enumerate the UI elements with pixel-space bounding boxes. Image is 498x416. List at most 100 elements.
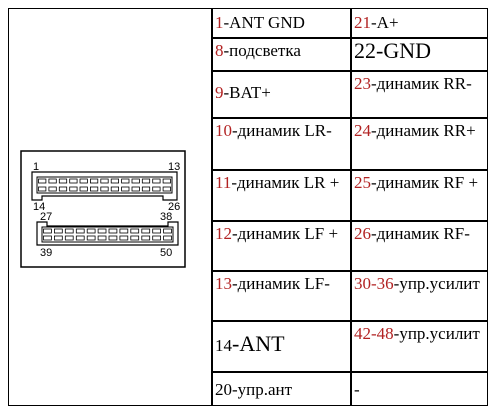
pin-label-13: 13 [168,161,180,173]
pin-function: -динамик LF + [232,224,339,243]
lower-pin-contact [97,235,107,241]
pin-label-38: 38 [160,211,172,223]
pin-function: -GND [376,38,431,63]
column-divider [211,9,213,405]
row-divider [211,320,487,322]
lower-pin-contact [163,228,172,234]
pin-cell: 14-ANT [211,320,350,371]
pin-number: 9 [215,83,224,102]
pin-cell: 24-динамик RR+ [350,117,489,169]
pin-cell: 11-динамик LR + [211,169,350,220]
pin-number: 23 [354,74,371,93]
upper-pin-contact [38,178,47,184]
pin-label-39: 39 [40,247,52,259]
pin-function: -A+ [371,13,399,32]
pin-number: 11 [215,173,232,192]
upper-pin-contact [58,178,68,184]
pin-label-27: 27 [40,211,52,223]
pin-function: -упр.ант [232,380,293,399]
upper-pin-contact [90,178,99,184]
pin-cell: 21-A+ [350,9,489,37]
lower-pin-contact [152,228,161,234]
pin-label-50: 50 [160,247,172,259]
lower-pin-contact [119,228,129,234]
connector-diagram: 1 13 14 26 27 38 39 50 [20,150,186,268]
pin-number: 42-48 [354,324,394,343]
upper-pin-contact [38,186,47,192]
pin-function: -ANT [232,331,285,356]
column-divider [350,9,352,405]
pin-cell: 25-динамик RF + [350,169,489,220]
upper-pin-contact [48,186,57,192]
pin-cell: 26-динамик RF- [350,220,489,270]
pin-number: 13 [215,274,232,293]
pin-number: 21 [354,13,371,32]
lower-pin-contact [130,228,140,234]
pin-cell: 10-динамик LR- [211,117,350,169]
lower-pin-contact [108,235,118,241]
upper-pin-contact [69,178,78,184]
row-divider [211,371,487,373]
pin-cell: 12-динамик LF + [211,220,350,270]
row-divider [211,169,487,171]
lower-pin-contact [54,235,63,241]
pin-cell: 22-GND [350,37,489,70]
row-divider [211,117,487,119]
lower-pin-contact [141,235,151,241]
lower-pin-contact [86,235,96,241]
upper-pin-contact [110,178,119,184]
pin-number: 12 [215,224,232,243]
row-divider [211,220,487,222]
lower-pin-contact [130,235,140,241]
pin-function: -динамик RR- [371,74,472,93]
pin-function: -динамик RF- [371,224,470,243]
pin-number: 25 [354,173,371,192]
upper-pin-contact [121,178,130,184]
lower-pin-contact [119,235,129,241]
pin-function: -упр.усилит [393,274,480,293]
lower-pin-row [41,226,174,243]
lower-pin-contact [64,228,74,234]
upper-pin-contact [100,178,109,184]
pin-function: - [354,380,360,399]
lower-pin-contact [163,235,172,241]
upper-pin-contact [90,186,99,192]
pin-function: -динамик LR- [232,121,332,140]
upper-pin-contact [79,186,88,192]
lower-pin-contact [108,228,118,234]
upper-pin-contact [131,178,140,184]
pin-number: 22 [354,38,376,63]
upper-pin-contact [152,186,161,192]
pin-function: -динамик RR+ [371,121,476,140]
pin-number: 8 [215,41,224,60]
upper-pin-contact [131,186,140,192]
pin-cell: 23-динамик RR- [350,70,489,117]
lower-pin-contact [43,228,52,234]
upper-pin-contact [162,186,171,192]
lower-pin-contact [141,228,151,234]
row-divider [211,270,487,272]
upper-pin-contact [121,186,130,192]
pin-number: 26 [354,224,371,243]
pin-function: -подсветка [223,41,301,60]
pin-function: -динамик LF- [232,274,330,293]
lower-pin-contact [75,228,85,234]
lower-connector-shell [36,221,179,246]
upper-connector-shell [31,171,178,201]
upper-pin-contact [152,178,161,184]
upper-pin-contact [100,186,109,192]
pin-function: -динамик LR + [231,173,340,192]
pin-number: 20 [215,380,232,399]
pin-function: -упр.усилит [393,324,480,343]
pin-cell: 30-36-упр.усилит [350,270,489,320]
upper-pin-contact [58,186,68,192]
pin-label-1: 1 [33,161,39,173]
lower-pins [43,228,172,241]
upper-pin-row [36,176,173,194]
pin-cell: 42-48-упр.усилит [350,320,489,371]
pin-number: 10 [215,121,232,140]
pin-function: -BAT+ [223,83,271,102]
upper-pin-contact [69,186,78,192]
pin-cell: - [350,371,489,407]
row-divider [211,37,487,39]
